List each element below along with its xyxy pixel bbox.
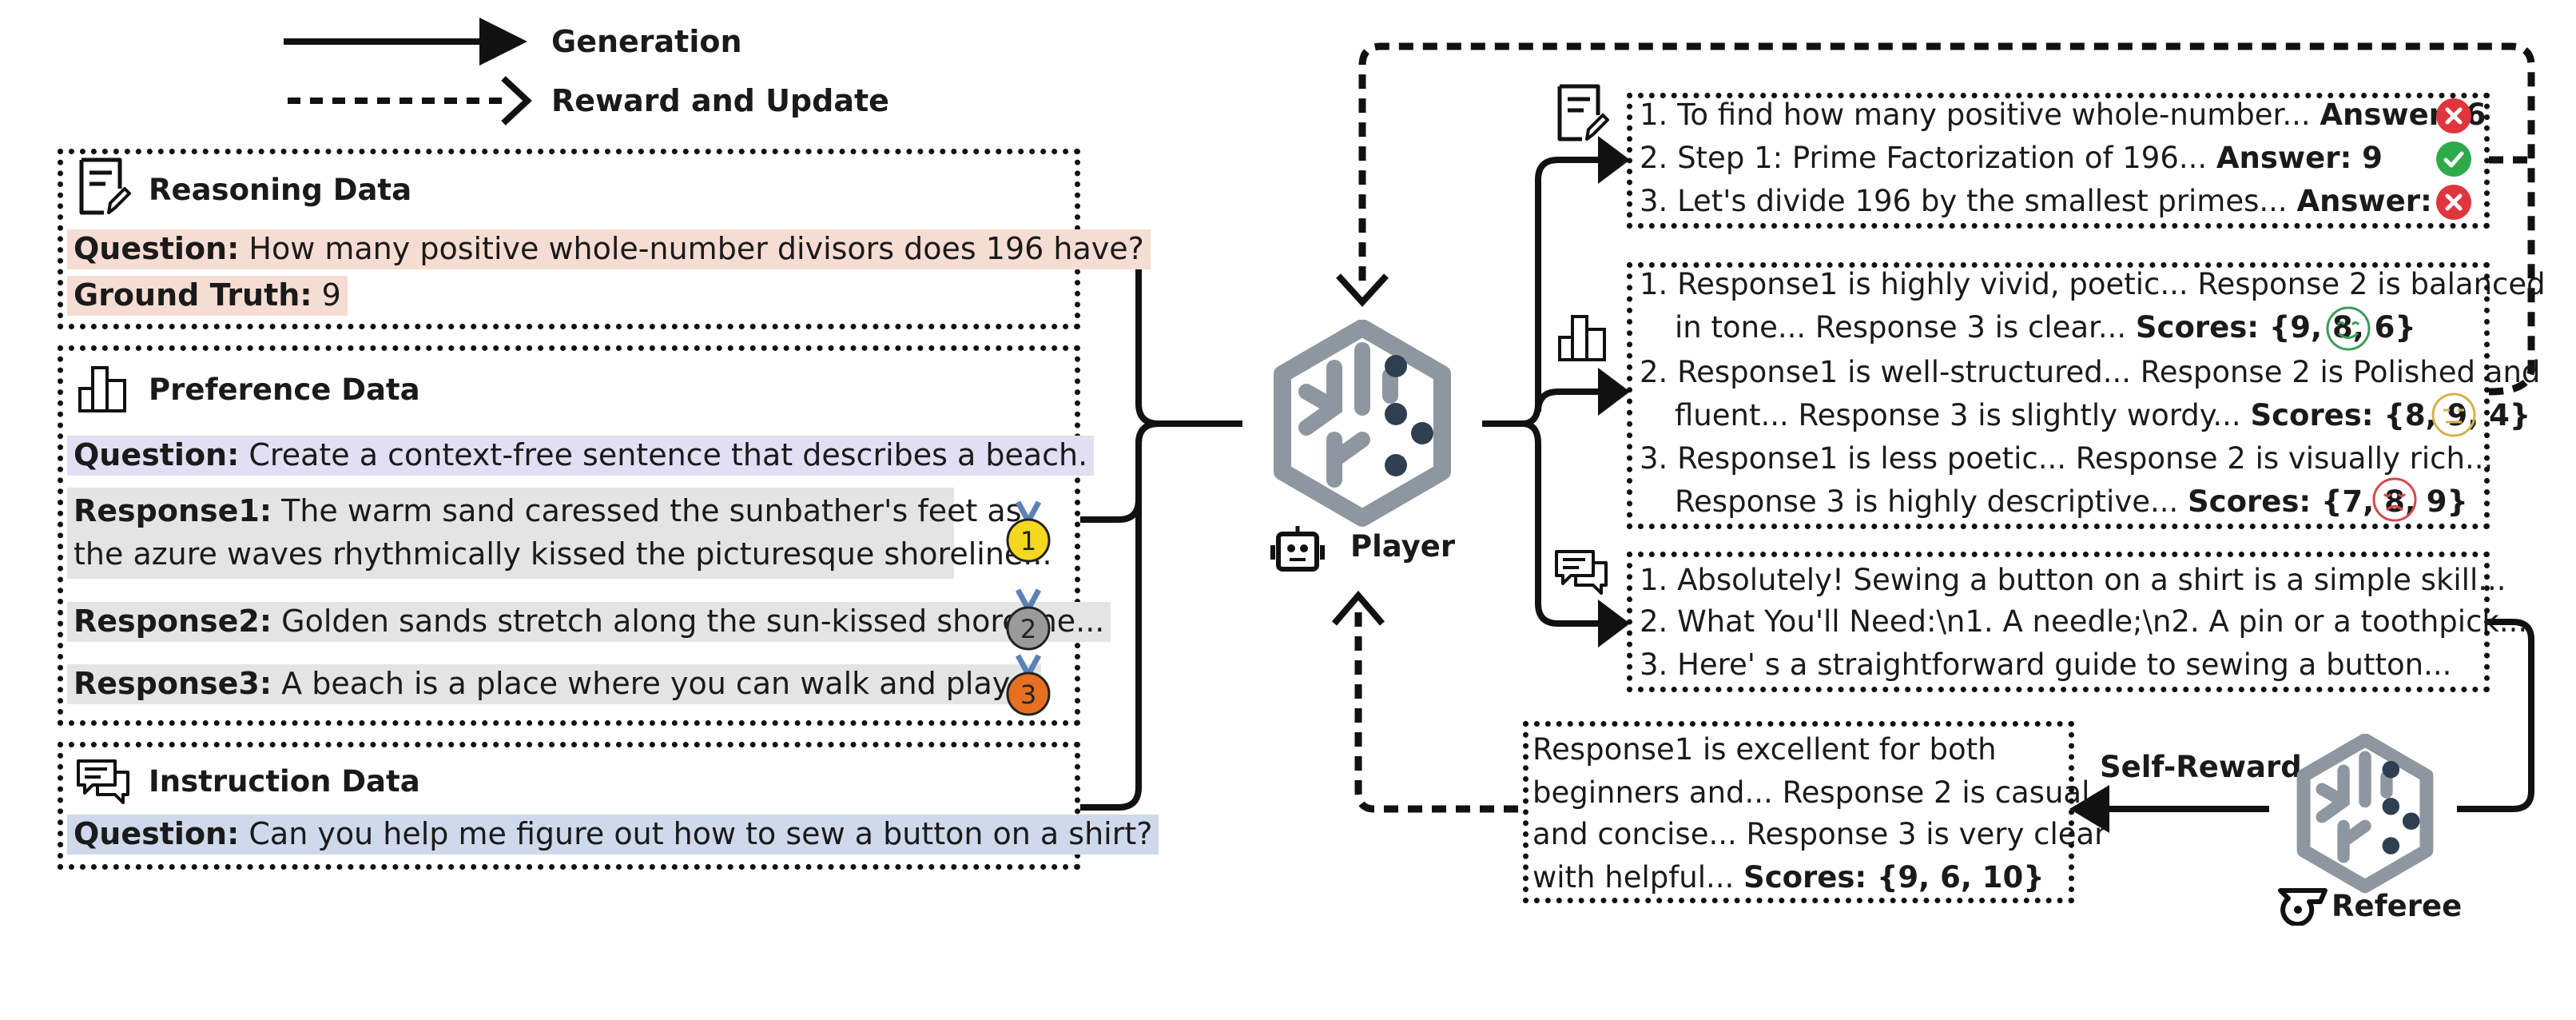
reasoning-ground-truth: Ground Truth: 9 bbox=[67, 275, 348, 316]
medal-number: 2 bbox=[1020, 614, 1036, 644]
response2-line: Response2: Golden sands stretch along th… bbox=[67, 601, 1111, 642]
arrow-to-reasoning-out bbox=[1598, 136, 1630, 184]
preference-data-box bbox=[58, 345, 1080, 726]
instruction-data-box bbox=[58, 742, 1080, 870]
chat-icon bbox=[1555, 550, 1608, 595]
robot-icon bbox=[1270, 526, 1325, 572]
arrow-to-preference-out bbox=[1598, 368, 1630, 416]
instruction-outputs-box bbox=[1627, 552, 2490, 692]
sad-face-icon bbox=[2372, 477, 2417, 522]
response2-label: Response2: bbox=[74, 604, 272, 639]
instruction-question: Question: Can you help me figure out how… bbox=[67, 814, 1159, 855]
preference-question: Question: Create a context-free sentence… bbox=[67, 435, 1095, 476]
referee-brain-icon bbox=[2296, 734, 2434, 894]
response3-text: A beach is a place where you can walk an… bbox=[281, 666, 1036, 701]
referee-output-line2: beginners and... Response 2 is casual bbox=[1532, 775, 2090, 810]
ground-truth-value: 9 bbox=[321, 277, 341, 313]
referee-output-line3: and concise... Response 3 is very clear bbox=[1532, 817, 2107, 851]
self-reward-arrowhead bbox=[2069, 785, 2109, 833]
happy-face-icon bbox=[2326, 306, 2371, 351]
arrow-to-instruction-out bbox=[1598, 600, 1630, 647]
preference-output-3-line1: 3. Response1 is less poetic... Response … bbox=[1640, 441, 2494, 476]
silver-medal-icon: 2 bbox=[1006, 588, 1051, 651]
instruction-output-2: 2. What You'll Need:\n1. A needle;\n2. A… bbox=[1640, 604, 2528, 639]
preference-output-1-line1: 1. Response1 is highly vivid, poetic... … bbox=[1640, 267, 2546, 301]
chat-icon bbox=[77, 759, 129, 804]
response3-label: Response3: bbox=[74, 666, 272, 701]
response1-line2: the azure waves rhythmically kissed the … bbox=[74, 536, 1052, 572]
to-referee-line bbox=[2457, 619, 2534, 812]
medal-number: 3 bbox=[1020, 679, 1036, 710]
wrong-icon bbox=[2436, 185, 2471, 220]
medal-number: 1 bbox=[1020, 526, 1036, 556]
update-loop-top bbox=[1358, 42, 2535, 396]
preference-output-3-line2: Response 3 is highly descriptive... Scor… bbox=[1675, 484, 2468, 519]
self-reward-label: Self-Reward bbox=[2100, 750, 2302, 784]
preference-output-2-line2: fluent... Response 3 is slightly wordy..… bbox=[1675, 398, 2531, 432]
reasoning-output-3: 3. Let's divide 196 by the smallest prim… bbox=[1640, 184, 2463, 218]
reasoning-outputs-box bbox=[1627, 93, 2490, 229]
preference-title: Preference Data bbox=[149, 373, 420, 407]
update-arrow-down bbox=[1336, 273, 1389, 307]
response1-line1: Response1: The warm sand caressed the su… bbox=[74, 491, 1022, 531]
referee-judgement-box bbox=[1523, 721, 2074, 903]
referee-output-line1: Response1 is excellent for both bbox=[1532, 732, 1997, 767]
ground-truth-label: Ground Truth: bbox=[74, 277, 312, 313]
legend-reward-update: Reward and Update bbox=[551, 83, 889, 118]
document-edit-icon bbox=[79, 157, 131, 215]
reward-arrow-up bbox=[1331, 590, 1385, 626]
neutral-face-icon bbox=[2431, 392, 2476, 437]
instruction-output-3: 3. Here' s a straightforward guide to se… bbox=[1640, 647, 2452, 682]
response1-text: The warm sand caressed the sunbather's f… bbox=[281, 493, 1022, 528]
question-text: Create a context-free sentence that desc… bbox=[248, 437, 1088, 472]
bronze-medal-icon: 3 bbox=[1006, 654, 1051, 716]
output-tree bbox=[1482, 157, 1598, 627]
instruction-output-1: 1. Absolutely! Sewing a button on a shir… bbox=[1640, 563, 2506, 597]
response2-text: Golden sands stretch along the sun-kisse… bbox=[281, 604, 1105, 639]
bar-chart-icon bbox=[1558, 315, 1606, 361]
reasoning-question: Question: How many positive whole-number… bbox=[67, 229, 1151, 269]
referee-label: Referee bbox=[2332, 889, 2463, 923]
legend-generation: Generation bbox=[551, 24, 742, 59]
whistle-icon bbox=[2278, 888, 2328, 926]
reward-loop-bottom bbox=[1354, 608, 1518, 813]
question-text: How many positive whole-number divisors … bbox=[248, 231, 1144, 266]
wrong-icon bbox=[2436, 98, 2471, 133]
legend-solid-arrowhead bbox=[479, 18, 527, 66]
reasoning-title: Reasoning Data bbox=[149, 173, 412, 207]
preference-output-2-line1: 2. Response1 is well-structured... Respo… bbox=[1640, 355, 2541, 389]
document-edit-icon bbox=[1557, 84, 1609, 141]
question-label: Question: bbox=[74, 231, 240, 266]
player-brain-icon bbox=[1274, 320, 1451, 527]
question-label: Question: bbox=[74, 437, 240, 472]
instruction-title: Instruction Data bbox=[149, 764, 420, 799]
preference-output-1-line2: in tone... Response 3 is clear... Scores… bbox=[1675, 310, 2416, 345]
response1-label: Response1: bbox=[74, 493, 272, 528]
referee-output-line4: with helpful... Scores: {9, 6, 10} bbox=[1532, 860, 2045, 894]
correct-icon bbox=[2436, 141, 2471, 177]
question-text: Can you help me figure out how to sew a … bbox=[248, 816, 1153, 851]
gold-medal-icon: 1 bbox=[1006, 500, 1051, 563]
input-brace bbox=[1080, 235, 1242, 811]
player-label: Player bbox=[1350, 529, 1456, 564]
reasoning-output-1: 1. To find how many positive whole-numbe… bbox=[1640, 98, 2487, 132]
question-label: Question: bbox=[74, 816, 240, 851]
response1-highlight bbox=[67, 488, 954, 579]
bar-chart-icon bbox=[78, 366, 126, 412]
reasoning-output-2: 2. Step 1: Prime Factorization of 196...… bbox=[1640, 141, 2383, 175]
preference-outputs-box bbox=[1627, 262, 2490, 529]
legend-dashed-arrowhead bbox=[501, 76, 532, 126]
response3-line: Response3: A beach is a place where you … bbox=[67, 663, 1042, 704]
